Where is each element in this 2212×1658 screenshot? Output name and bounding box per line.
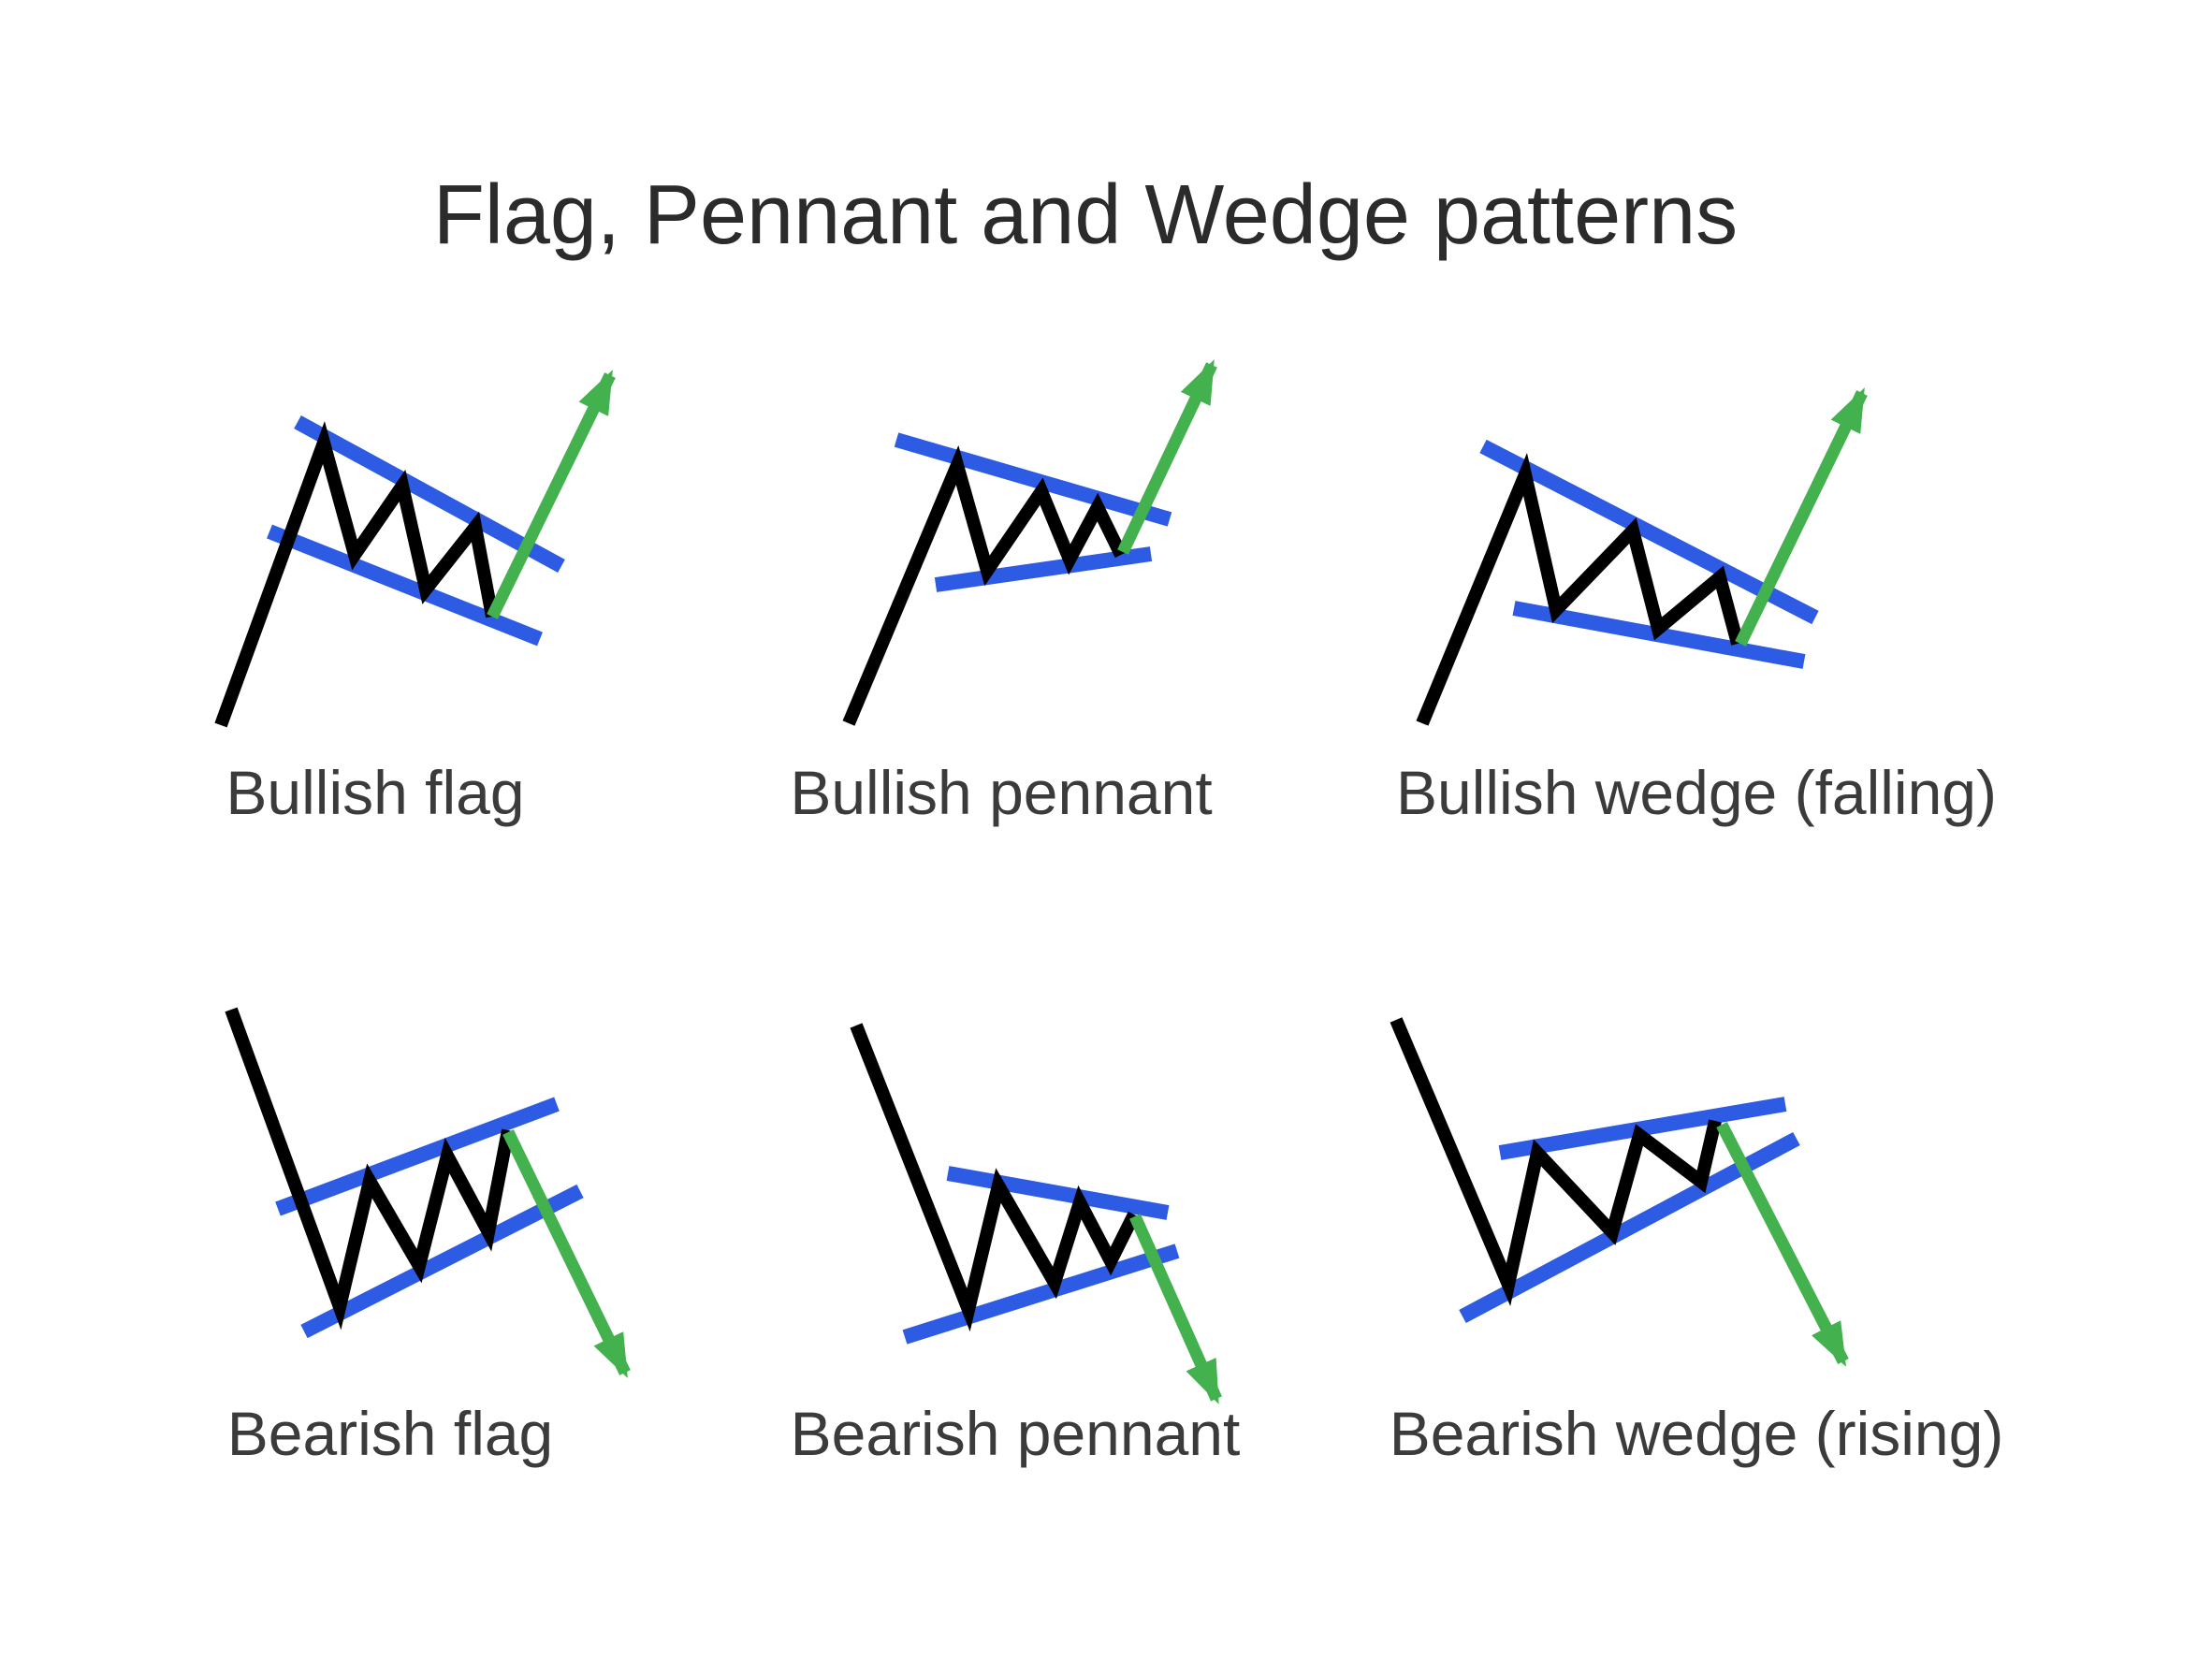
bullish-flag-lower-trendline — [267, 524, 543, 647]
bearish-flag-price-line — [225, 1007, 515, 1331]
bearish-wedge-rising-label: Bearish wedge (rising) — [1390, 1399, 2004, 1468]
bullish-flag-breakout-arrow — [487, 370, 616, 619]
bullish-wedge-falling-label: Bullish wedge (falling) — [1396, 758, 1997, 827]
bullish-pennant-lower-trendline — [934, 546, 1153, 592]
bearish-wedge-rising-upper-trendline — [1498, 1097, 1787, 1160]
bullish-wedge-falling-price-line — [1416, 452, 1744, 726]
page-title: Flag, Pennant and Wedge patterns — [433, 168, 1738, 262]
patterns-group: Bullish flag Bullish pennant Bullish wedge… — [214, 359, 2004, 1468]
bullish-pennant-upper-trendline — [894, 432, 1172, 527]
bullish-flag-upper-trendline — [294, 414, 565, 574]
bullish-pennant-label: Bullish pennant — [790, 758, 1212, 827]
bearish-wedge-rising-breakout-arrow — [1716, 1122, 1849, 1367]
bearish-wedge-rising-price-line — [1390, 1017, 1722, 1306]
bullish-pennant-price-line — [842, 444, 1128, 726]
bearish-pennant-lower-trendline — [902, 1244, 1180, 1345]
bullish-wedge-falling-breakout-arrow — [1735, 387, 1868, 647]
bullish-wedge-falling-upper-trendline — [1479, 439, 1819, 625]
pattern-bullish-flag: Bullish flag — [214, 370, 616, 827]
bearish-pennant-price-line — [850, 1023, 1141, 1332]
bearish-pennant-breakout-arrow — [1129, 1214, 1222, 1404]
pattern-bearish-wedge-rising: Bearish wedge (rising) — [1390, 1017, 2004, 1468]
bullish-pennant-breakout-arrow — [1117, 359, 1217, 555]
bullish-flag-label: Bullish flag — [226, 758, 524, 827]
bearish-flag-lower-trendline — [300, 1184, 584, 1339]
bearish-flag-label: Bearish flag — [227, 1399, 554, 1468]
bullish-flag-price-line — [214, 420, 499, 728]
bearish-flag-breakout-arrow — [502, 1129, 631, 1378]
bearish-flag-upper-trendline — [275, 1097, 560, 1216]
pattern-bearish-pennant: Bearish pennant — [791, 1023, 1241, 1468]
bearish-pennant-label: Bearish pennant — [791, 1399, 1241, 1468]
bearish-pennant-upper-trendline — [946, 1166, 1170, 1220]
pattern-bullish-wedge-falling: Bullish wedge (falling) — [1396, 387, 1997, 827]
pattern-bearish-flag: Bearish flag — [225, 1007, 631, 1468]
pattern-bullish-pennant: Bullish pennant — [790, 359, 1217, 827]
